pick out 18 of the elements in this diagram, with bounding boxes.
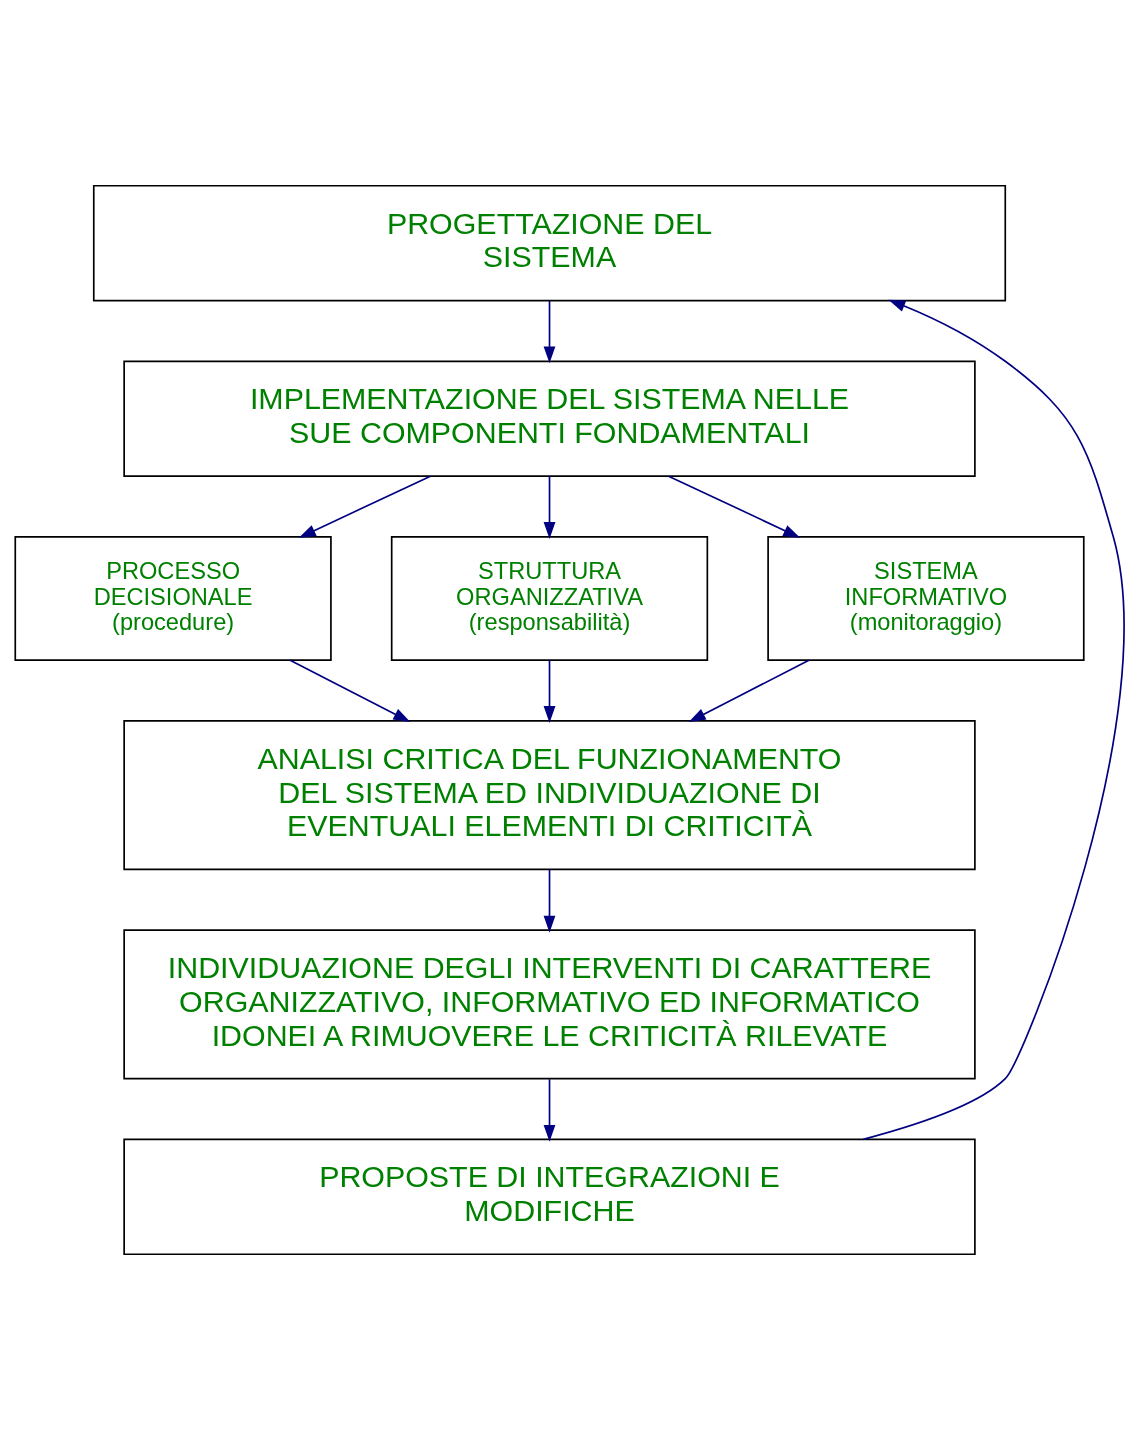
arrow — [543, 299, 556, 363]
node-box: SISTEMA INFORMATIVO (monitoraggio) — [767, 535, 1085, 661]
arrow — [543, 1077, 556, 1142]
node-box: PROGETTAZIONE DEL SISTEMA — [92, 184, 1007, 301]
node-box: PROPOSTE DI INTEGRAZIONI E MODIFICHE — [123, 1138, 976, 1255]
arrow — [289, 658, 411, 722]
arrow — [688, 658, 810, 722]
arrow — [667, 474, 801, 538]
arrow — [543, 658, 556, 723]
arrow — [298, 474, 432, 538]
node-box: PROCESSO DECISIONALE (procedure) — [14, 535, 332, 661]
node-box: INDIVIDUAZIONE DEGLI INTERVENTI DI CARATTERE ORGANIZZATIVO, INFORMATIVO ED INFORMATICO IDONEI A RIMUOVERE LE CRITICITÀ RILEVATE — [123, 928, 976, 1080]
node-box: STRUTTURA ORGANIZZATIVA (responsabilità) — [390, 535, 709, 661]
node-box: ANALISI CRITICA DEL FUNZIONAMENTO DEL SISTEMA ED INDIVIDUAZIONE DI EVENTUALI ELEMENTI DI CRITICITÀ — [123, 719, 976, 870]
node-box: IMPLEMENTAZIONE DEL SISTEMA NELLE SUE COMPONENTI FONDAMENTALI — [123, 359, 976, 477]
arrow — [543, 868, 556, 933]
arrow — [543, 474, 556, 539]
arrow — [862, 299, 1125, 1140]
